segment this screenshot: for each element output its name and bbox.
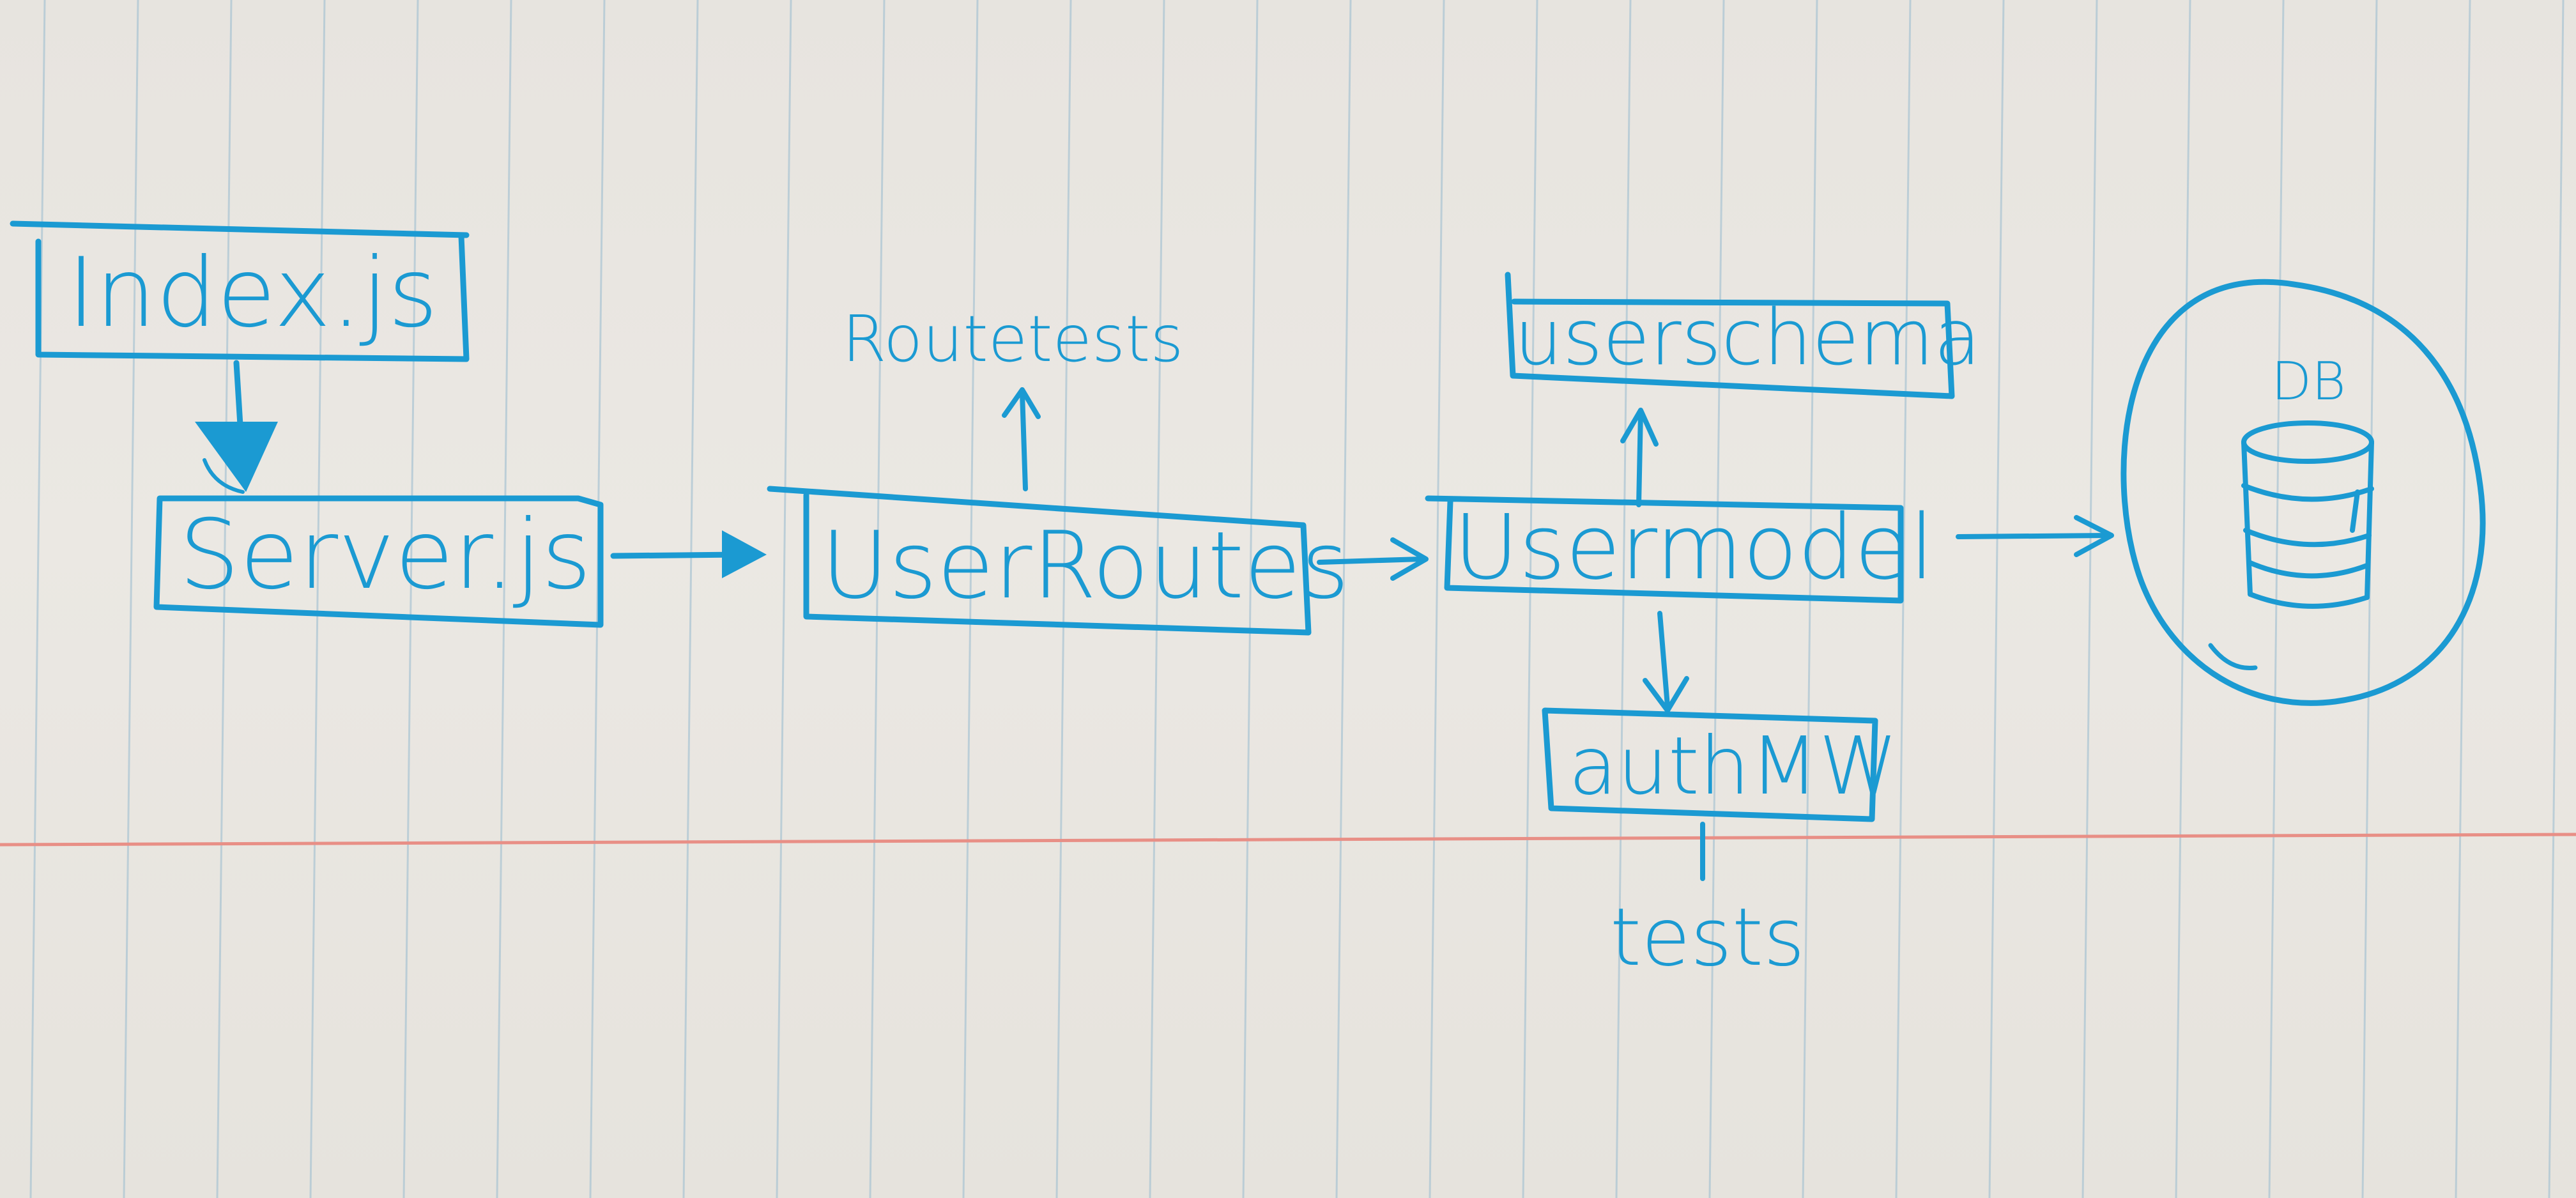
ruled-line [2455,0,2471,1198]
ruled-lines [29,0,2564,1198]
user-routes-label: UserRoutes [821,512,1349,620]
ruled-line [2361,0,2378,1198]
ruled-line [1429,0,1445,1198]
ruled-line [1615,0,1632,1198]
ruled-line [589,0,606,1198]
db-circle [2120,279,2486,706]
auth-mw-label: authMW [1568,720,1898,813]
ruled-line [1242,0,1259,1198]
node-auth-mw: authMW [1542,707,1898,822]
index-box [10,220,470,362]
database-cylinder-icon [2241,420,2374,609]
auth-mw-box [1542,707,1878,822]
ruled-line [1149,0,1165,1198]
node-server: Server.js [153,495,604,628]
ruled-line [962,0,979,1198]
db-label: DB [2271,351,2346,412]
ruled-line [1988,0,2005,1198]
edge-index-server [195,360,278,494]
arrowhead-icon [722,530,767,578]
user-schema-label: userschema [1514,294,1981,383]
ruled-line [776,0,792,1198]
ruled-line [216,0,233,1198]
server-label: Server.js [179,500,592,611]
ruled-line [869,0,885,1198]
ruled-line [2268,0,2285,1198]
route-tests-label: Routetests [842,302,1183,376]
arrowhead-icon [195,422,278,492]
index-label: Index.js [67,238,438,349]
node-user-routes: UserRoutes [767,486,1349,636]
user-model-label: Usermodel [1453,496,1935,600]
user-model-box [1425,495,1904,604]
ruled-line [2082,0,2098,1198]
node-index: Index.js [10,220,470,362]
margin-line [0,833,2576,847]
tests-label: tests [1610,891,1805,984]
edge-routes-model [1317,537,1429,581]
edge-model-schema [1620,408,1659,507]
ruled-line [309,0,326,1198]
ruled-line [123,0,139,1198]
edge-model-auth [1643,611,1689,713]
ruled-line [682,0,699,1198]
edge-auth-tests: tests [1610,822,1805,984]
edge-model-db [1956,515,2114,557]
edge-server-routes [610,530,767,578]
edge-routes-tests: Routetests [842,302,1183,491]
ruled-line [2175,0,2191,1198]
user-routes-box [767,486,1312,636]
server-box [153,495,604,628]
ruled-line [1522,0,1538,1198]
user-schema-box [1505,272,1955,399]
node-user-schema: userschema [1505,272,1981,399]
ruled-line [29,0,46,1198]
node-db: DB [2120,279,2486,706]
ruled-line [496,0,512,1198]
ruled-line [2548,0,2564,1198]
ruled-line [402,0,419,1198]
ruled-line [1335,0,1352,1198]
ruled-line [1708,0,1725,1198]
ruled-line [1055,0,1072,1198]
node-user-model: Usermodel [1425,495,1935,604]
